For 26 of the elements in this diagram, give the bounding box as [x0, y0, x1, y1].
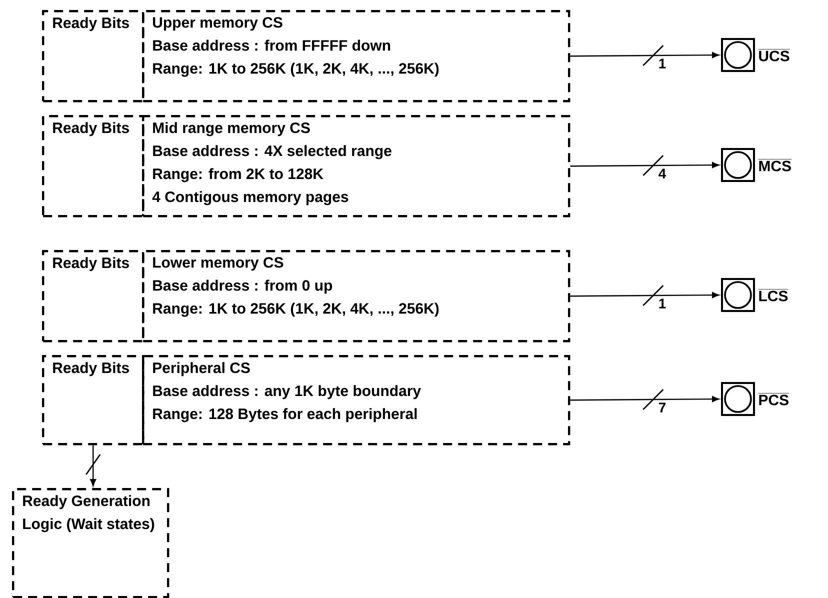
signal-name: MCS [758, 159, 792, 172]
memory-cs-box: Upper memory CS Base address : from FFFFF down Range: 1K to 256K (1K, 2K, 4K, ..., 256K) [142, 10, 570, 102]
logic-box: Ready Generation Logic (Wait states) [12, 488, 170, 598]
memory-cs-box: Mid range memory CS Base address : 4X selected range Range: from 2K to 128K 4 Contigous memory pages [142, 115, 570, 218]
bus-arrow [570, 45, 720, 66]
pin-symbol [721, 382, 755, 416]
ready-bits-box: Ready Bits [42, 355, 144, 446]
pin-symbol [721, 38, 755, 72]
bus-width-label: 1 [659, 298, 666, 308]
bus-width-label: 4 [658, 168, 666, 178]
memory-cs-box: Peripheral CS Base address : any 1K byte boundary Range: 128 Bytes for each peripheral [142, 355, 570, 446]
memory-cs-box: Lower memory CS Base address : from 0 up Range: 1K to 256K (1K, 2K, 4K, ..., 256K) [142, 250, 570, 342]
bus-width-label: 1 [659, 58, 666, 68]
signal-name: LCS [758, 289, 788, 302]
bus-arrow [570, 155, 720, 176]
signal-name: PCS [758, 393, 790, 406]
ready-bits-box: Ready Bits [42, 115, 144, 218]
bus-arrow [570, 389, 720, 410]
ready-bits-box: Ready Bits [42, 250, 144, 342]
ready-bits-box: Ready Bits [42, 10, 144, 102]
bus-arrow [570, 285, 720, 306]
pin-symbol [721, 148, 755, 182]
bus-arrow [86, 445, 101, 486]
signal-name: UCS [758, 49, 790, 62]
pin-symbol [721, 278, 755, 312]
bus-width-label: 7 [658, 402, 666, 412]
